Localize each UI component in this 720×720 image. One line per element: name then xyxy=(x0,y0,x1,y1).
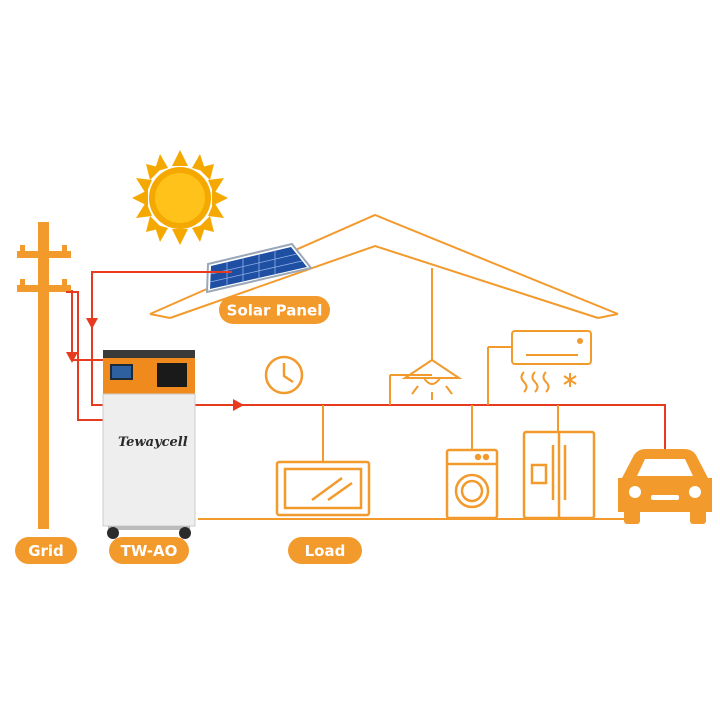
load-label: Load xyxy=(288,537,362,564)
flow-arrows xyxy=(66,318,244,411)
brand-logo-text: Tewaycell xyxy=(118,435,188,450)
svg-text:Load: Load xyxy=(305,542,346,560)
sun-icon xyxy=(132,150,228,245)
svg-text:Grid: Grid xyxy=(28,542,64,560)
clock-icon xyxy=(264,355,304,395)
refrigerator-icon xyxy=(522,430,596,520)
tv-icon xyxy=(275,460,371,517)
solar-panel xyxy=(205,242,313,294)
device-label: TW-AO xyxy=(109,537,189,564)
ceiling-lamp-icon xyxy=(401,358,463,400)
utility-pole-icon xyxy=(17,222,71,529)
svg-text:Solar Panel: Solar Panel xyxy=(227,302,323,320)
washing-machine-icon xyxy=(445,448,499,520)
car-icon xyxy=(618,449,712,524)
tw-ao-battery-cabinet: Tewaycell xyxy=(102,350,196,539)
svg-text:TW-AO: TW-AO xyxy=(121,542,178,560)
grid-label: Grid xyxy=(15,537,77,564)
solar-panel-label: Solar Panel xyxy=(219,296,330,324)
air-conditioner-icon xyxy=(511,330,592,393)
